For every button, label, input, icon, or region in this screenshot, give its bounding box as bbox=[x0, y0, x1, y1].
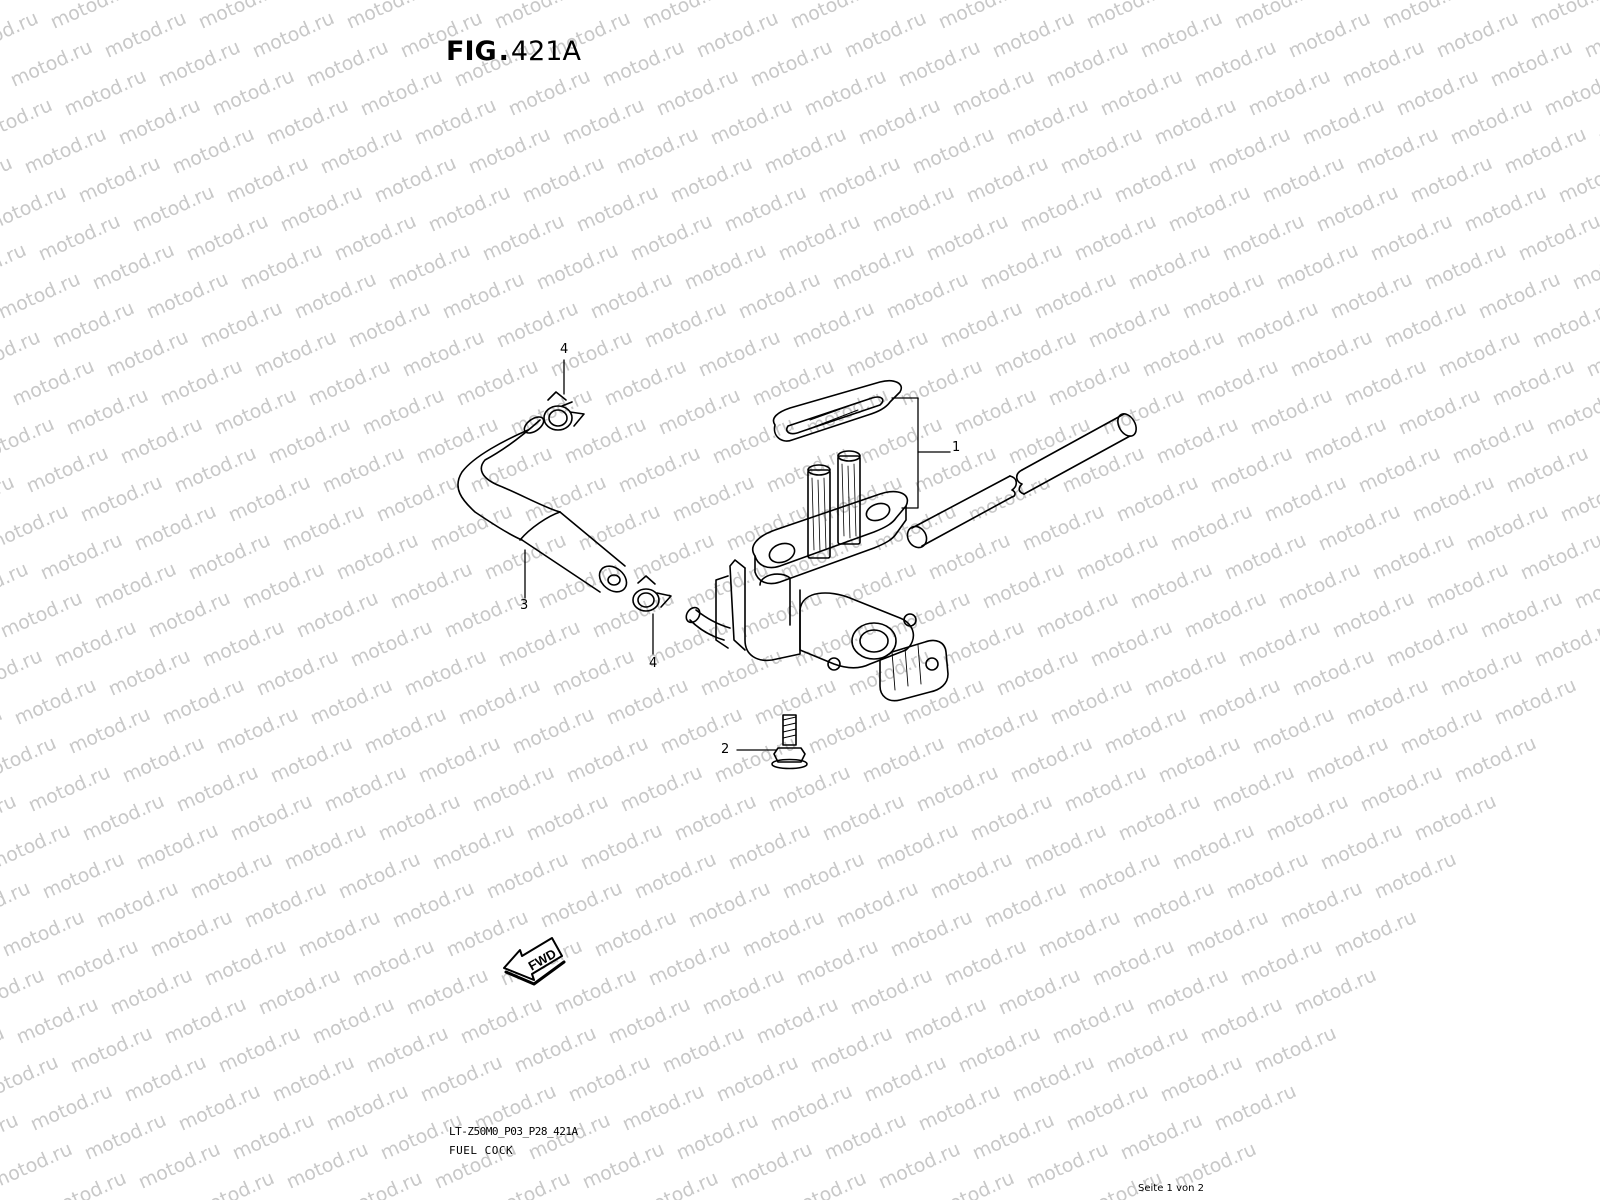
fuel-hose-bent bbox=[457, 416, 628, 593]
fuel-hose-straight bbox=[906, 413, 1137, 549]
outlet-stub bbox=[685, 606, 731, 641]
hose-clamp-upper bbox=[543, 391, 585, 431]
leader-lines bbox=[524, 359, 777, 751]
figure-number: 421A bbox=[510, 36, 581, 67]
figure-prefix: FIG bbox=[446, 36, 497, 67]
figure-dot: . bbox=[498, 36, 509, 67]
screw bbox=[771, 714, 808, 770]
callout-1: 1 bbox=[952, 440, 961, 455]
drawing-code: LT-Z50M0_P03_P28_421A bbox=[449, 1125, 578, 1138]
fuel-cock-assembly bbox=[715, 379, 951, 702]
fwd-arrow: FWD bbox=[503, 937, 566, 986]
callout-2: 2 bbox=[721, 742, 730, 757]
page-indicator: Seite 1 von 2 bbox=[1138, 1183, 1204, 1194]
figure-title: FIG.421A bbox=[446, 36, 581, 67]
callout-3: 3 bbox=[520, 598, 529, 613]
callout-4-lower: 4 bbox=[649, 656, 658, 671]
drawing-name: FUEL COCK bbox=[449, 1144, 514, 1157]
hose-clamp-lower bbox=[632, 575, 672, 612]
callout-4-upper: 4 bbox=[560, 342, 569, 357]
